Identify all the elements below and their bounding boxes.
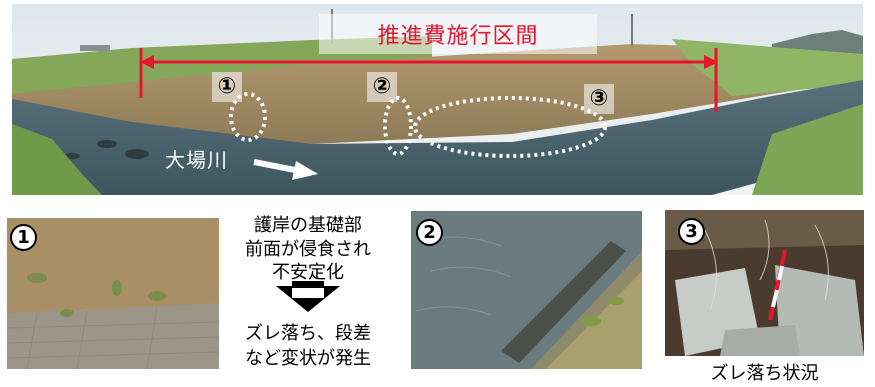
detail-photo-1 [7,218,219,369]
river-label: 大場川 [165,148,228,172]
section-label-box [319,14,597,54]
explanation-line-1: 護岸の基礎部 [254,215,362,236]
panorama-marker-3: ③ [584,84,614,114]
detail-photo-2 [411,211,642,369]
detail-photo-3-number: 3 [678,218,705,245]
explanation-line-4: ズレ落ち、段差 [245,323,371,344]
explanation-line-5: など変状が発生 [245,348,371,369]
detail-photo-3 [665,210,864,356]
explanation-line-3: 不安定化 [272,262,344,283]
section-label: 推進費施行区間 [377,24,539,49]
process-down-arrow [276,286,340,312]
detail-photo-2-number: 2 [416,219,443,246]
explanation-line-2: 前面が侵食され [245,239,371,260]
detail-photo-1-number: 1 [10,224,37,251]
panorama-marker-2: ② [367,72,397,102]
photo3-caption: ズレ落ち状況 [710,363,819,384]
panorama-marker-1: ① [212,72,242,102]
